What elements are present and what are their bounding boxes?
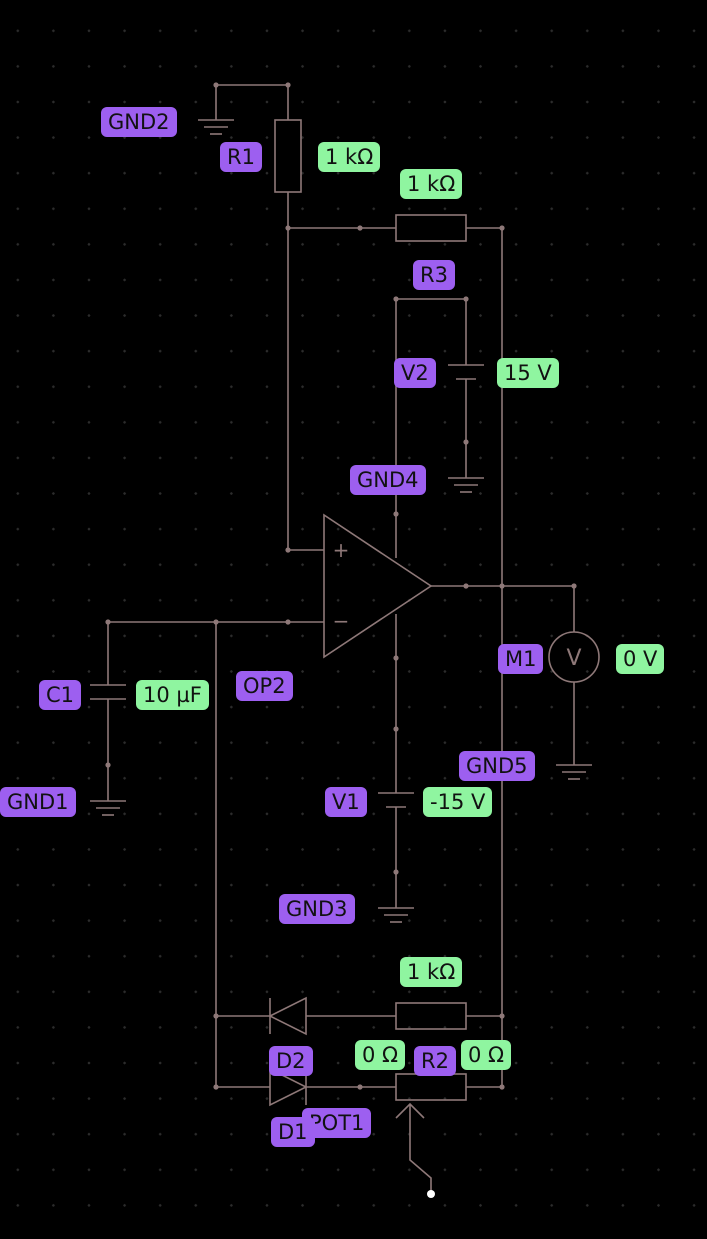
voltmeter-icon: V xyxy=(566,646,581,671)
label-c1-value[interactable]: 10 µF xyxy=(136,680,209,710)
junction-dot xyxy=(393,869,399,875)
label-pot-left-value[interactable]: 0 Ω xyxy=(355,1040,406,1070)
label-gnd5[interactable]: GND5 xyxy=(459,751,535,781)
label-gnd1[interactable]: GND1 xyxy=(0,787,76,817)
wire-noninverting xyxy=(287,228,324,551)
wire-v2-top xyxy=(396,298,467,365)
junction-dot xyxy=(463,439,469,445)
junction-dot xyxy=(393,726,399,732)
label-v1-value[interactable]: -15 V xyxy=(423,787,493,817)
junction-dot xyxy=(213,1084,219,1090)
opamp-plus-sign: + xyxy=(333,538,350,562)
junction-dot xyxy=(213,82,219,88)
opamp-op2[interactable]: + − xyxy=(323,513,433,659)
junction-dot xyxy=(499,1084,505,1090)
resistor-r3[interactable] xyxy=(395,214,467,242)
battery-v1[interactable] xyxy=(378,792,414,808)
label-gnd2[interactable]: GND2 xyxy=(101,107,177,137)
pot-wiper-arrow xyxy=(395,1102,425,1119)
opamp-triangle xyxy=(323,513,433,659)
junction-dot xyxy=(285,619,291,625)
diode-d2[interactable] xyxy=(268,996,307,1036)
pot-wiper-terminal[interactable] xyxy=(427,1190,435,1198)
junction-dot xyxy=(499,225,505,231)
ground-icon-gnd5[interactable] xyxy=(556,764,592,780)
junction-dot xyxy=(571,583,577,589)
label-r3-value[interactable]: 1 kΩ xyxy=(400,169,463,199)
label-r3[interactable]: R3 xyxy=(413,260,455,290)
junction-dot xyxy=(285,225,291,231)
voltmeter-m1[interactable]: V xyxy=(548,631,600,683)
junction-dot xyxy=(285,82,291,88)
junction-dot xyxy=(105,619,111,625)
label-v2-value[interactable]: 15 V xyxy=(497,358,559,388)
label-v1[interactable]: V1 xyxy=(325,787,367,817)
opamp-minus-sign: − xyxy=(333,609,350,633)
label-m1-value[interactable]: 0 V xyxy=(616,644,665,674)
wires xyxy=(107,84,575,1193)
junction-dot xyxy=(213,1013,219,1019)
label-m1[interactable]: M1 xyxy=(498,644,544,674)
wire-top xyxy=(216,84,289,120)
label-gnd4[interactable]: GND4 xyxy=(350,465,426,495)
potentiometer-pot1[interactable] xyxy=(395,1073,467,1101)
junction-dot xyxy=(357,225,363,231)
label-c1[interactable]: C1 xyxy=(39,680,82,710)
capacitor-c1[interactable] xyxy=(90,684,126,700)
label-v2[interactable]: V2 xyxy=(394,358,436,388)
junction-dot xyxy=(499,583,505,589)
ground-icon-gnd1[interactable] xyxy=(90,800,126,816)
label-r1[interactable]: R1 xyxy=(220,142,262,172)
wire-pot-wiper xyxy=(409,1118,432,1193)
resistor-r1[interactable] xyxy=(274,119,302,193)
junction-dot xyxy=(393,655,399,661)
junction-dot xyxy=(463,296,469,302)
junction-dot xyxy=(393,511,399,517)
label-r4-value[interactable]: 1 kΩ xyxy=(400,957,463,987)
voltmeter-circle xyxy=(548,631,600,683)
label-r1-value[interactable]: 1 kΩ xyxy=(318,142,381,172)
junction-dot xyxy=(499,1013,505,1019)
label-op2[interactable]: OP2 xyxy=(236,671,293,701)
label-gnd3[interactable]: GND3 xyxy=(279,894,355,924)
junction-dot xyxy=(357,1084,363,1090)
junction-dot xyxy=(393,296,399,302)
label-r2[interactable]: R2 xyxy=(414,1046,456,1076)
ground-icon-gnd3[interactable] xyxy=(378,907,414,923)
junction-dot xyxy=(105,762,111,768)
label-d2[interactable]: D2 xyxy=(269,1046,313,1076)
resistor-r4[interactable] xyxy=(395,1002,467,1030)
junction-dot xyxy=(285,547,291,553)
junctions xyxy=(105,82,577,1090)
ground-icon-gnd2[interactable] xyxy=(198,119,234,135)
diode-d1-triangle xyxy=(269,1067,308,1107)
diode-d2-triangle xyxy=(268,996,307,1036)
battery-v2[interactable] xyxy=(448,364,484,380)
junction-dot xyxy=(463,583,469,589)
label-d1[interactable]: D1 xyxy=(271,1117,315,1147)
junction-dot xyxy=(213,619,219,625)
label-pot-right-value[interactable]: 0 Ω xyxy=(461,1040,512,1070)
ground-icon-gnd4[interactable] xyxy=(448,477,484,493)
